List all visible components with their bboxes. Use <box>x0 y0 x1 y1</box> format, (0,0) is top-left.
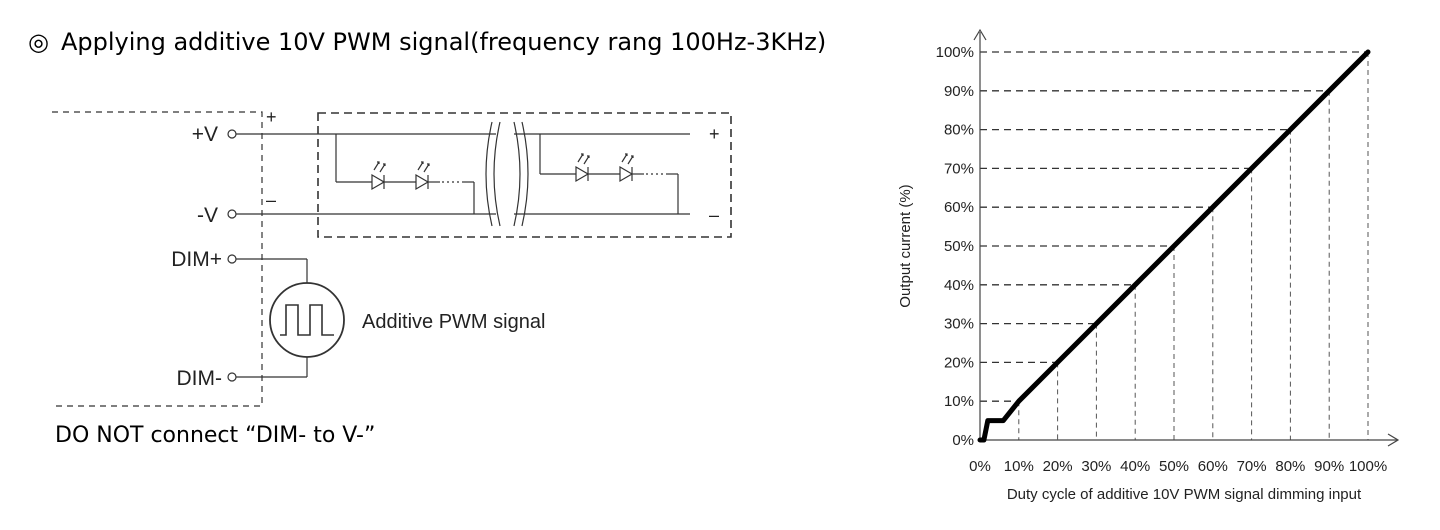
y-axis-label: Output current (%) <box>897 184 914 307</box>
load-plus-mark: + <box>709 124 720 144</box>
terminal-dim-pos-label: DIM+ <box>171 248 222 271</box>
pwm-square-wave-icon <box>280 304 334 336</box>
y-axis-arrow-icon <box>973 28 987 41</box>
y-tick-label: 40% <box>944 277 974 294</box>
x-tick-label: 30% <box>1081 458 1111 475</box>
x-axis-arrow-icon <box>1387 433 1400 447</box>
y-tick-labels: 0% 10% 20% 30% 40% 50% 60% 70% 80% 90% 100% <box>936 44 974 449</box>
y-tick-label: 0% <box>952 432 974 449</box>
x-axis-label: Duty cycle of additive 10V PWM signal di… <box>1007 486 1362 503</box>
terminal-pos-label: +V <box>192 123 218 146</box>
x-tick-label: 40% <box>1120 458 1150 475</box>
wiring-diagram: +V -V DIM+ DIM- + – + – Additive PWM sig… <box>52 107 732 407</box>
title-bullet-icon: ◎ <box>28 28 49 56</box>
page-title: ◎ Applying additive 10V PWM signal(freque… <box>28 28 826 56</box>
y-tick-label: 60% <box>944 199 974 216</box>
y-tick-label: 50% <box>944 238 974 255</box>
led-icon <box>371 161 386 191</box>
led-icon <box>575 153 590 183</box>
y-tick-label: 30% <box>944 316 974 333</box>
terminal-neg-icon <box>227 209 237 219</box>
x-tick-label: 50% <box>1159 458 1189 475</box>
y-tick-label: 20% <box>944 354 974 371</box>
driver-minus-mark: – <box>266 190 276 210</box>
break-symbol-icon-left <box>485 121 501 227</box>
chart-axes <box>973 28 1400 447</box>
x-tick-label: 60% <box>1198 458 1228 475</box>
x-tick-label: 20% <box>1043 458 1073 475</box>
pwm-source <box>269 282 345 358</box>
x-tick-label: 10% <box>1004 458 1034 475</box>
x-tick-labels: 0% 10% 20% 30% 40% 50% 60% 70% 80% 90% 100% <box>969 458 1387 475</box>
y-tick-label: 70% <box>944 160 974 177</box>
warning-note: DO NOT connect “DIM- to V-” <box>55 423 376 448</box>
x-tick-label: 80% <box>1275 458 1305 475</box>
break-symbol-icon-right <box>513 121 529 227</box>
y-tick-label: 80% <box>944 122 974 139</box>
series-line <box>977 49 1371 443</box>
terminal-dim-neg-icon <box>227 372 237 382</box>
y-tick-label: 100% <box>936 44 974 61</box>
x-tick-label: 100% <box>1349 458 1387 475</box>
x-tick-label: 90% <box>1314 458 1344 475</box>
led-load-box <box>317 112 732 238</box>
pwm-signal-label: Additive PWM signal <box>362 311 545 333</box>
y-tick-label: 90% <box>944 83 974 100</box>
y-tick-label: 10% <box>944 393 974 410</box>
led-icon <box>619 153 634 183</box>
x-tick-label: 70% <box>1237 458 1267 475</box>
terminal-dim-neg-label: DIM- <box>177 367 223 390</box>
x-tick-label: 0% <box>969 458 991 475</box>
led-icon <box>415 161 430 191</box>
title-text: Applying additive 10V PWM signal(frequen… <box>60 28 827 56</box>
terminal-dim-pos-icon <box>227 254 237 264</box>
terminal-pos-icon <box>227 129 237 139</box>
load-minus-mark: – <box>709 205 719 225</box>
chart-grid <box>980 51 1369 440</box>
driver-plus-mark: + <box>266 107 277 127</box>
terminal-neg-label: -V <box>197 204 218 227</box>
